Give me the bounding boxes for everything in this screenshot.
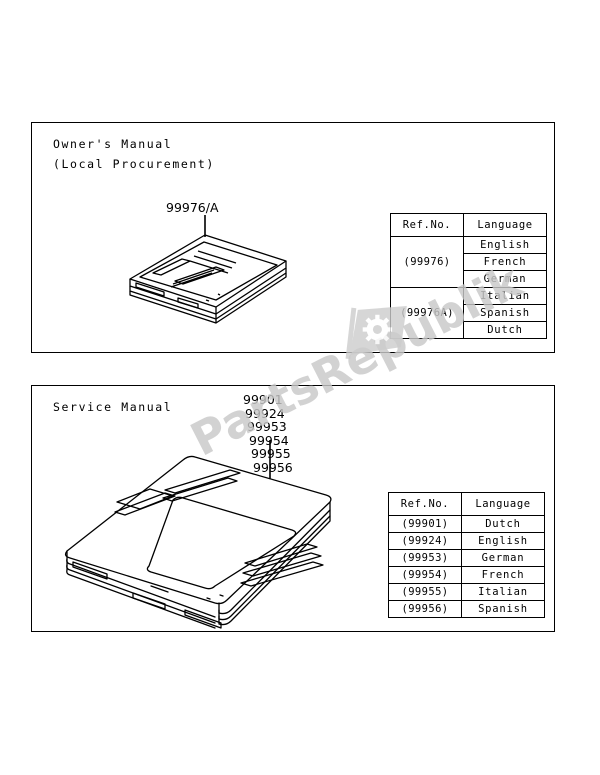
service-manual-illustration: [55, 440, 345, 630]
language-cell: French: [461, 566, 545, 584]
callout-99953: 99953: [247, 419, 287, 435]
callout-99956: 99956: [253, 459, 293, 475]
owners-manual-illustration: [120, 215, 300, 335]
ref-no-cell: (99924): [388, 532, 462, 550]
table-row: (99901) Dutch: [388, 515, 545, 533]
language-cell: Dutch: [461, 515, 545, 533]
service-manual-title: Service Manual: [53, 400, 173, 414]
owners-manual-subtitle: (Local Procurement): [53, 157, 215, 171]
language-cell: German: [463, 270, 547, 288]
table-row: (99976) English: [390, 236, 547, 288]
panel-service-manual: Service Manual: [31, 385, 555, 632]
ref-no-cell: (99954): [388, 566, 462, 584]
table-row: (99976A) Italian: [390, 287, 547, 339]
language-cell: German: [461, 549, 545, 567]
owners-manual-title: Owner's Manual: [53, 137, 173, 151]
header-ref-no: Ref.No.: [388, 492, 462, 516]
header-language: Language: [461, 492, 545, 516]
header-ref-no: Ref.No.: [390, 213, 464, 237]
ref-no-cell: (99953): [388, 549, 462, 567]
table-row: Spanish: [391, 304, 547, 322]
owners-manual-ref-table: Ref.No. Language (99976) English French …: [390, 213, 547, 339]
ref-no-cell: (99955): [388, 583, 462, 601]
header-language: Language: [463, 213, 547, 237]
language-cell: French: [463, 253, 547, 271]
callout-99901: 99901: [243, 392, 283, 407]
table-row: (99955) Italian: [388, 583, 545, 601]
table-header-row: Ref.No. Language: [390, 213, 547, 237]
table-row: French: [391, 253, 547, 271]
ref-no-cell: (99956): [388, 600, 462, 618]
callout-99954: 99954: [249, 432, 289, 448]
language-cell: Italian: [463, 287, 547, 305]
table-row: Dutch: [391, 321, 547, 339]
table-row: (99954) French: [388, 566, 545, 584]
table-header-row: Ref.No. Language: [388, 492, 545, 516]
table-row: German: [391, 270, 547, 288]
callout-99955: 99955: [251, 446, 291, 462]
language-cell: Dutch: [463, 321, 547, 339]
table-row: (99956) Spanish: [388, 600, 545, 618]
panel-owners-manual: Owner's Manual (Local Procurement): [31, 122, 555, 353]
table-row: (99953) German: [388, 549, 545, 567]
table-row: (99924) English: [388, 532, 545, 550]
callout-99976a: 99976/A: [166, 200, 219, 215]
callout-99924: 99924: [245, 405, 285, 421]
ref-no-cell: (99901): [388, 515, 462, 533]
ref-no-cell: (99976): [390, 236, 464, 288]
language-cell: Italian: [461, 583, 545, 601]
ref-no-cell: (99976A): [390, 287, 464, 339]
service-manual-ref-table: Ref.No. Language (99901) Dutch (99924) E…: [388, 492, 545, 618]
language-cell: Spanish: [463, 304, 547, 322]
service-manual-callout-stack: 99901 99924 99953 99954 99955 99956: [243, 393, 293, 475]
language-cell: English: [463, 236, 547, 254]
language-cell: Spanish: [461, 600, 545, 618]
language-cell: English: [461, 532, 545, 550]
